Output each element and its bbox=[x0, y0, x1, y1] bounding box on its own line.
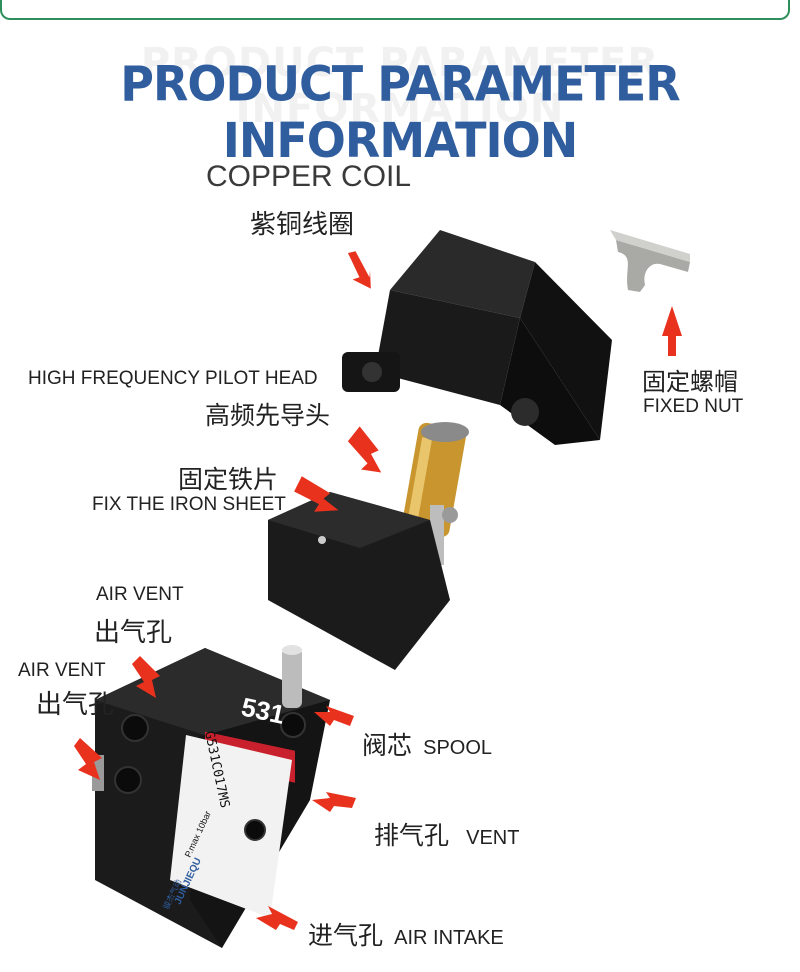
copper-coil-label-cn: 紫铜线圈 bbox=[250, 210, 355, 240]
air-vent-label-1-en: AIR VENT bbox=[96, 584, 184, 605]
spool-label: 阀芯 SPOOL bbox=[362, 726, 492, 762]
vent-label-en: VENT bbox=[466, 827, 520, 849]
air-vent-label-2-cn: 出气孔 bbox=[36, 690, 115, 720]
pilot-head-image bbox=[268, 422, 469, 670]
title-watermark: PRODUCT PARAMETER INFORMATION bbox=[140, 40, 660, 132]
fixed-nut-label-cn: 固定螺帽 bbox=[642, 368, 738, 396]
fixed-nut-image bbox=[610, 230, 690, 292]
iron-sheet-label-cn: 固定铁片 bbox=[178, 465, 279, 494]
callout-arrows bbox=[74, 251, 682, 930]
page-title: PRODUCT PARAMETER INFORMATION bbox=[120, 55, 680, 169]
pilot-head-label-en: HIGH FREQUENCY PILOT HEAD bbox=[28, 368, 318, 389]
copper-coil-image bbox=[342, 230, 612, 445]
spool-label-en: SPOOL bbox=[423, 737, 493, 759]
air-vent-label-2-en: AIR VENT bbox=[18, 660, 106, 681]
air-intake-label-en: AIR INTAKE bbox=[394, 927, 504, 949]
top-frame bbox=[0, 0, 790, 20]
fixed-nut-label-en: FIXED NUT bbox=[643, 396, 744, 417]
air-vent-label-1-cn: 出气孔 bbox=[94, 618, 173, 648]
copper-coil-label-en: COPPER COIL bbox=[206, 160, 412, 193]
vent-label: 排气孔 VENT bbox=[374, 816, 519, 852]
valve-body-image bbox=[92, 645, 330, 948]
air-intake-label: 进气孔 AIR INTAKE bbox=[308, 916, 504, 952]
spool-label-cn: 阀芯 bbox=[362, 731, 413, 760]
vent-label-cn: 排气孔 bbox=[374, 821, 450, 850]
pilot-head-label-cn: 高频先导头 bbox=[205, 401, 331, 430]
iron-sheet-label-en: FIX THE IRON SHEET bbox=[92, 494, 286, 515]
air-intake-label-cn: 进气孔 bbox=[308, 921, 384, 950]
